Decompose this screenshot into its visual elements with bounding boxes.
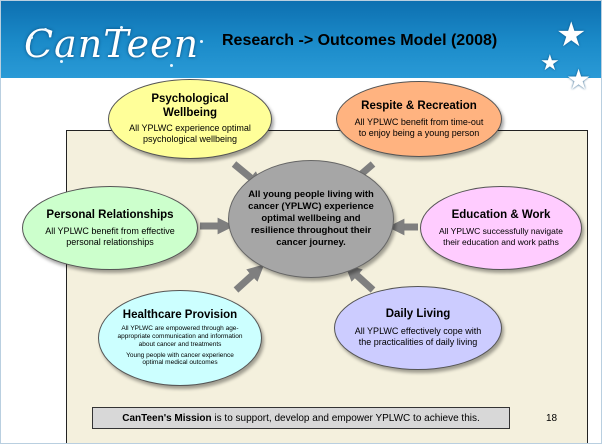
star-icon: ★: [556, 16, 587, 54]
logo-dot: [120, 26, 123, 29]
center-goal-bubble: All young people living with cancer (YPL…: [228, 160, 394, 278]
psychological-wellbeing-text: All YPLWC experience optimal psychologic…: [129, 122, 251, 144]
healthcare-provision-bubble: Healthcare Provision All YPLWC are empow…: [98, 290, 262, 386]
education-work-text: All YPLWC successfully navigate their ed…: [439, 226, 563, 247]
psychological-wellbeing-title: Psychological Wellbeing: [151, 93, 229, 119]
logo-dot: [170, 64, 173, 67]
logo-text: CanTeen: [24, 22, 200, 66]
page-number: 18: [546, 413, 558, 424]
star-icon: ★: [566, 64, 592, 95]
education-work-bubble: Education & Work All YPLWC successfully …: [420, 186, 582, 270]
star-icon: ★: [540, 50, 560, 75]
respite-recreation-title: Respite & Recreation: [361, 99, 477, 112]
canteen-logo: CanTeen: [24, 22, 214, 72]
personal-relationships-bubble: Personal Relationships All YPLWC benefit…: [22, 186, 198, 270]
education-work-title: Education & Work: [451, 209, 551, 222]
logo-dot: [60, 60, 63, 63]
personal-relationships-title: Personal Relationships: [46, 208, 174, 221]
mission-bold: CanTeen's Mission: [122, 412, 212, 424]
daily-living-bubble: Daily Living All YPLWC effectively cope …: [334, 286, 502, 370]
center-goal-text: All young people living with cancer (YPL…: [248, 189, 374, 248]
header-band: [0, 0, 602, 78]
personal-relationships-text: All YPLWC benefit from effective persona…: [45, 225, 175, 247]
logo-dot: [44, 28, 47, 31]
respite-recreation-text: All YPLWC benefit from time-out to enjoy…: [354, 116, 484, 138]
slide-title: Research -> Outcomes Model (2008): [222, 32, 498, 49]
logo-dot: [30, 36, 33, 39]
psychological-wellbeing-bubble: Psychological Wellbeing All YPLWC experi…: [108, 79, 272, 159]
logo-dot: [200, 40, 203, 43]
mission-statement: CanTeen's Mission is to support, develop…: [92, 407, 510, 429]
healthcare-provision-title: Healthcare Provision: [122, 308, 238, 321]
daily-living-title: Daily Living: [385, 308, 451, 321]
healthcare-provision-text-2: Young people with cancer experience opti…: [126, 351, 234, 367]
healthcare-provision-text-1: All YPLWC are empowered through age-appr…: [117, 325, 243, 348]
mission-rest: is to support, develop and empower YPLWC…: [211, 412, 480, 424]
daily-living-text: All YPLWC effectively cope with the prac…: [354, 326, 482, 348]
respite-recreation-bubble: Respite & Recreation All YPLWC benefit f…: [336, 81, 502, 157]
